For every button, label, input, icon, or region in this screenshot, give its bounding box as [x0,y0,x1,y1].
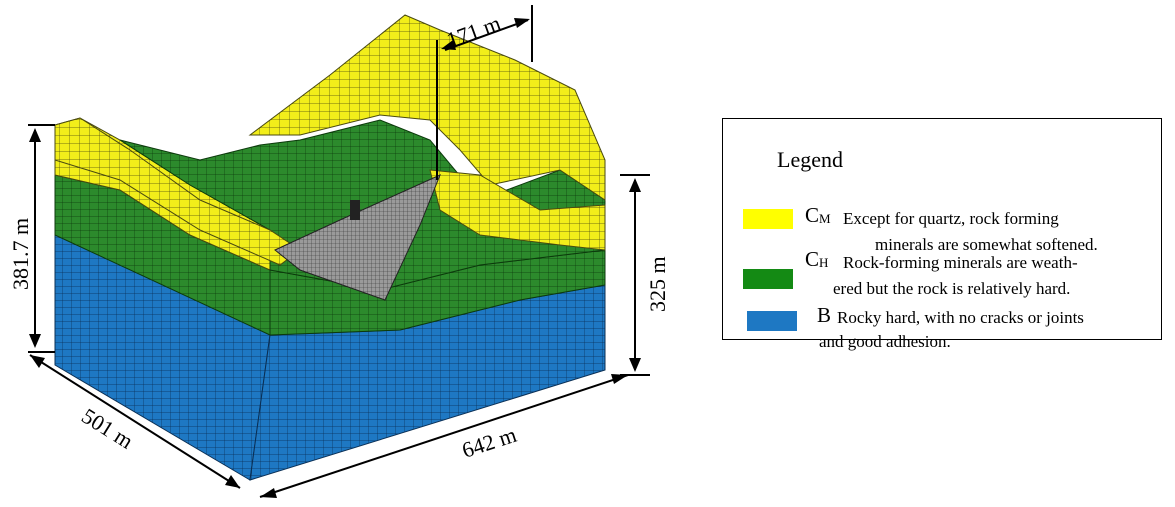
swatch-b [747,311,797,331]
dimension-arrowheads [29,18,641,498]
desc-b-line2: and good adhesion. [819,332,951,351]
rock-mass-mesh-figure: 171 m 381.7 m 325 m 501 m 642 m [8,5,670,498]
desc-ch-line1: Rock-forming minerals are weath- [843,253,1078,272]
mesh-block [54,14,606,481]
swatch-cm [743,209,793,229]
desc-cm-line2: minerals are somewhat softened. [875,235,1098,254]
dimension-lines [28,5,650,498]
desc-ch-line2: ered but the rock is relatively hard. [833,279,1071,298]
legend-title: Legend [777,147,843,172]
excavation-pit [274,174,441,301]
legend: Legend CM Except for quartz, rock formin… [722,118,1162,351]
left-height-label: 381.7 m [8,218,33,290]
right-height-label: 325 m [645,256,670,312]
symbol-b: B [817,303,832,327]
desc-cm-line1: Except for quartz, rock forming [843,209,1059,228]
depth-label: 501 m [77,403,137,454]
terrain-yellow-right [429,169,606,251]
terrain-yellow-ridge [248,14,606,201]
symbol-ch: CH [805,247,829,271]
desc-b-line1: Rocky hard, with no cracks or joints [837,308,1084,327]
swatch-ch [743,269,793,289]
dam-structure [350,200,360,220]
symbol-cm: CM [805,203,831,227]
